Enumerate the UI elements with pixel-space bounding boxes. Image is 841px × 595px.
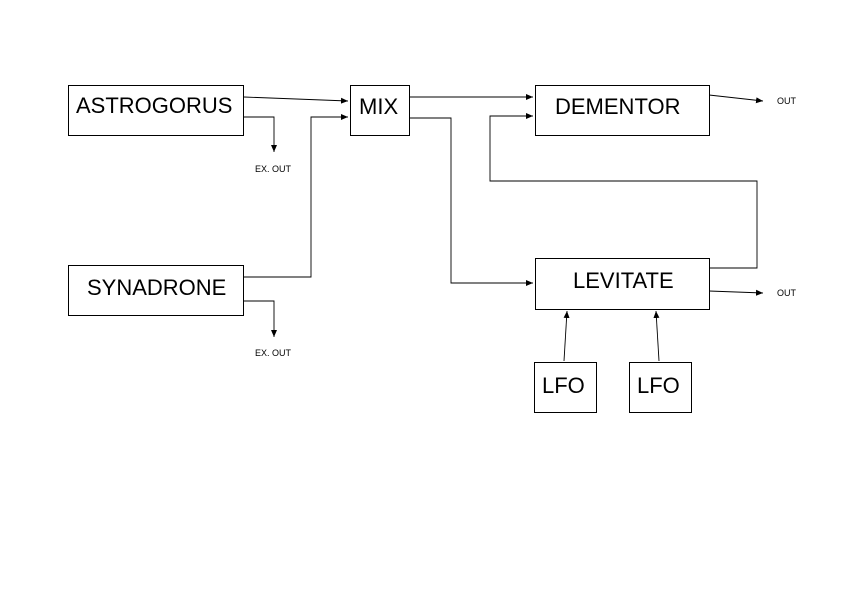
astrogorus-ex-out-label: EX. OUT: [255, 164, 292, 174]
dementor-block: DEMENTOR: [535, 85, 710, 136]
dementor-label: DEMENTOR: [555, 94, 681, 119]
lfo-block-1: LFO: [534, 362, 597, 413]
astrogorus-label: ASTROGORUS: [76, 93, 233, 118]
synadrone-label: SYNADRONE: [87, 275, 227, 300]
levitate-feedback-to-dementor-connector: [489, 113, 758, 269]
lfo-1-label: LFO: [542, 373, 585, 398]
synadrone-ex-out-connector: [244, 300, 277, 337]
lfo-2-to-levitate-connector: [653, 310, 660, 362]
mix-to-levitate-connector: [410, 117, 533, 286]
mix-label: MIX: [359, 94, 399, 119]
lfo-2-label: LFO: [637, 373, 680, 398]
synadrone-block: SYNADRONE: [68, 265, 244, 316]
levitate-out-label: OUT: [777, 288, 796, 298]
dementor-out-label: OUT: [777, 96, 796, 106]
levitate-label: LEVITATE: [573, 268, 674, 293]
levitate-out-connector: [708, 289, 764, 296]
astrogorus-to-mix-connector: [243, 96, 349, 104]
synadrone-ex-out-label: EX. OUT: [255, 348, 292, 358]
astrogorus-ex-out-connector: [244, 116, 277, 152]
mix-block: MIX: [350, 85, 410, 136]
synadrone-to-mix-connector: [244, 114, 348, 278]
lfo-block-2: LFO: [629, 362, 692, 413]
lfo-1-to-levitate-connector: [563, 310, 570, 362]
dementor-out-connector: [708, 94, 764, 104]
levitate-block: LEVITATE: [535, 258, 710, 310]
astrogorus-block: ASTROGORUS: [68, 85, 244, 136]
